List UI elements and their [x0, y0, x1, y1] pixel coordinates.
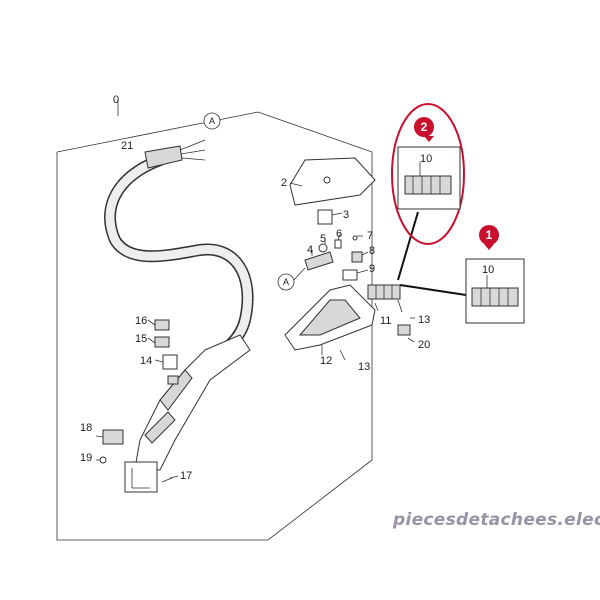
part-label-21: 21 — [121, 140, 133, 152]
callout-variant-1 — [465, 258, 525, 324]
callout-pointer-2 — [397, 211, 419, 281]
part-label-13-right: 13 — [418, 314, 430, 326]
base-part — [284, 284, 376, 361]
small-parts-center — [291, 209, 369, 283]
badge-2-label: 2 — [421, 120, 428, 134]
part-label-4: 4 — [307, 244, 313, 256]
callout-1-part-label: 10 — [482, 264, 494, 276]
handle-assembly — [124, 334, 251, 493]
part-label-18: 18 — [80, 422, 92, 434]
badge-2: 2 — [414, 117, 434, 142]
part-label-20: 20 — [418, 339, 430, 351]
part-label-8: 8 — [369, 245, 375, 257]
part-label-5: 5 — [320, 233, 326, 245]
hose — [104, 139, 254, 366]
part-label-14: 14 — [140, 355, 152, 367]
part-label-13-bottom: 13 — [358, 361, 370, 373]
terminal-block — [367, 284, 415, 343]
part-label-7: 7 — [367, 230, 373, 242]
connector-a-top-label: A — [209, 116, 215, 126]
badge-1-label: 1 — [486, 228, 493, 242]
part-label-9: 9 — [369, 263, 375, 275]
part-label-6: 6 — [336, 228, 342, 240]
callout-2-part-label: 10 — [420, 153, 432, 165]
highlight-ellipse — [391, 103, 465, 245]
connector-a-mid: A — [277, 273, 295, 291]
callout-variant-2 — [391, 103, 465, 245]
part-label-11: 11 — [380, 315, 391, 327]
callout-pointer-1 — [399, 284, 467, 296]
cover-part — [289, 157, 376, 206]
small-parts-left — [95, 319, 179, 483]
part-label-15: 15 — [135, 333, 147, 345]
assembly-frame — [56, 100, 373, 541]
part-label-0: 0 — [113, 94, 119, 106]
part-label-17: 17 — [180, 470, 192, 482]
connector-a-top: A — [203, 112, 221, 130]
connector-a-mid-label: A — [283, 277, 289, 287]
part-label-12: 12 — [320, 355, 332, 367]
badge-1: 1 — [479, 225, 499, 250]
watermark-text: piecesdetachees.elec.com — [392, 510, 600, 530]
part-label-2: 2 — [281, 177, 287, 189]
part-labels: 0 21 2 3 4 5 6 7 8 9 16 15 14 11 13 12 1… — [80, 94, 494, 482]
part-label-19: 19 — [80, 452, 92, 464]
part-label-16: 16 — [135, 315, 147, 327]
part-label-3: 3 — [343, 209, 349, 221]
